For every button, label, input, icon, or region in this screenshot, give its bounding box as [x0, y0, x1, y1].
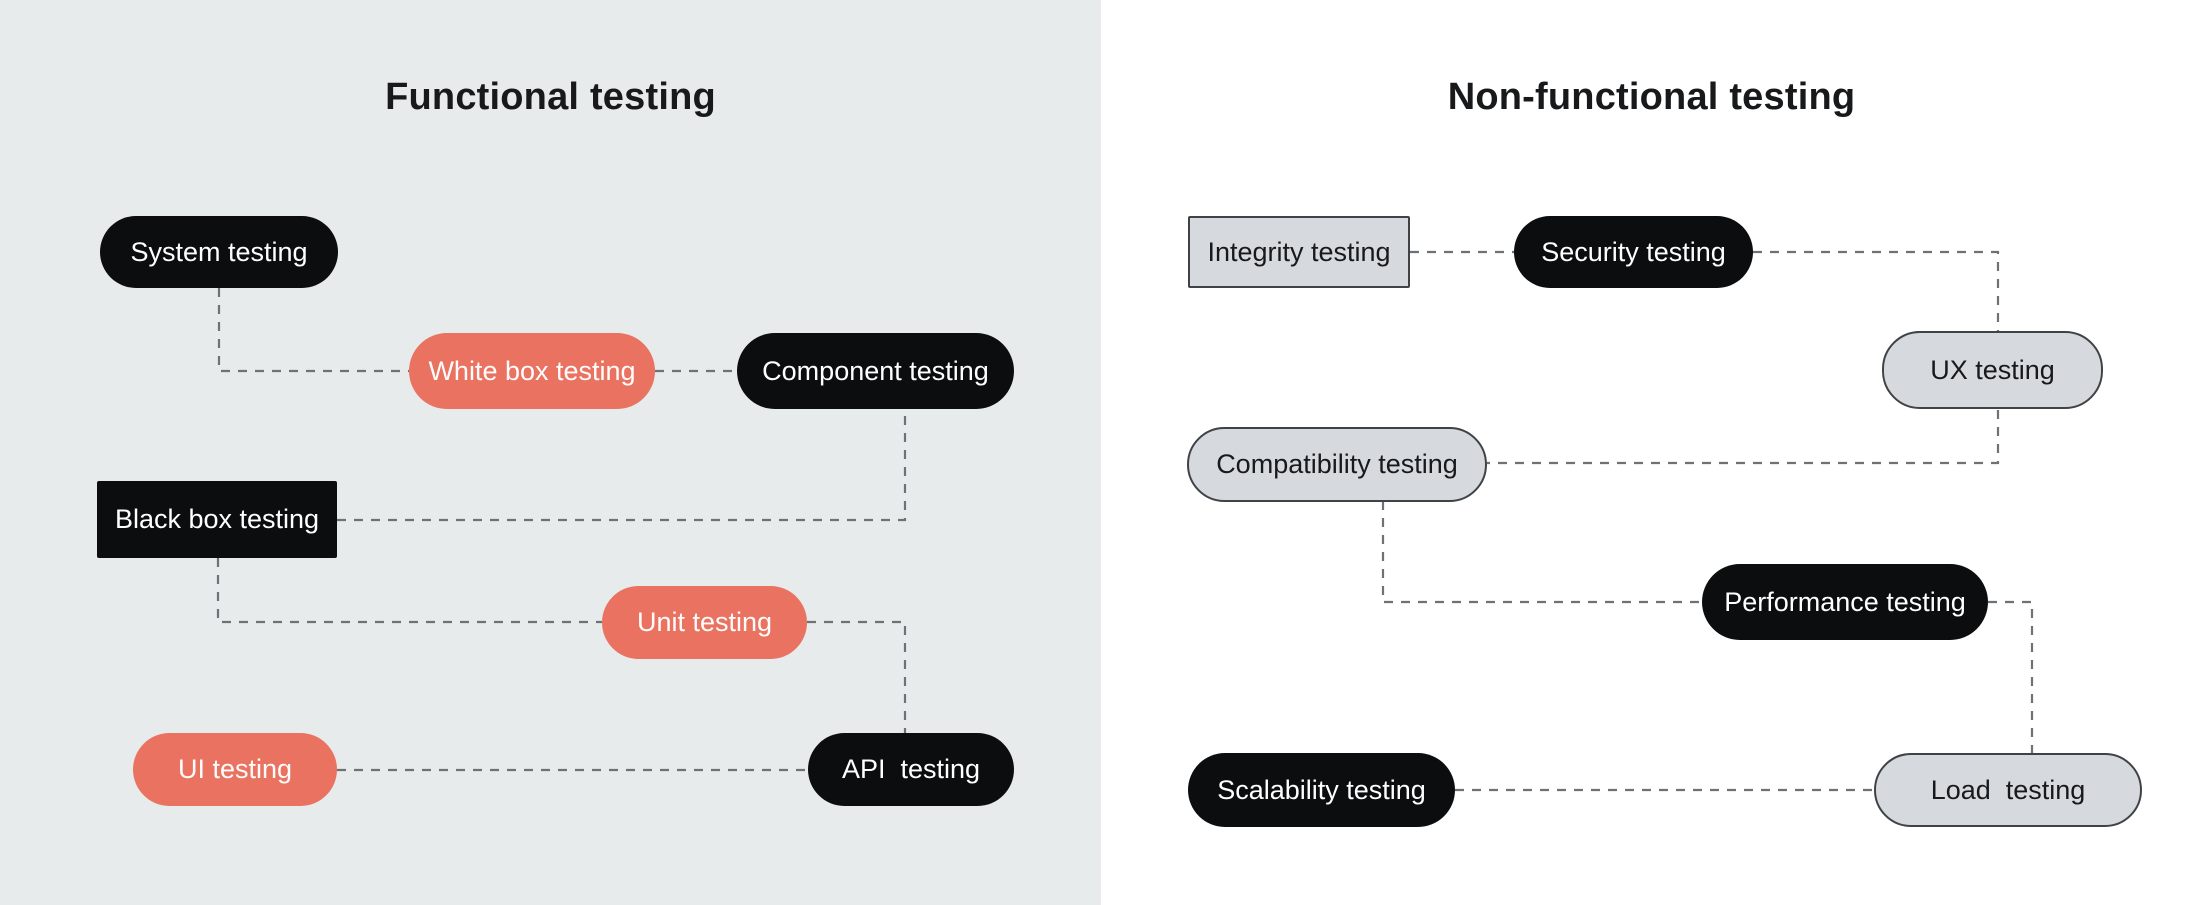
node-label: UI testing: [177, 754, 293, 784]
node-label: API testing: [841, 754, 981, 784]
node-ui-testing[interactable]: UI testing: [133, 733, 337, 806]
node-label: Component testing: [762, 355, 989, 386]
node-label: Load testing: [1930, 774, 2086, 805]
node-performance-testing[interactable]: Performance testing: [1702, 564, 1988, 640]
node-integrity-testing[interactable]: Integrity testing: [1188, 216, 1410, 288]
node-black-box-testing[interactable]: Black box testing: [97, 481, 337, 558]
node-label: Black box testing: [114, 504, 320, 534]
node-compatibility-testing[interactable]: Compatibility testing: [1187, 427, 1487, 502]
node-unit-testing[interactable]: Unit testing: [602, 586, 807, 659]
node-load-testing[interactable]: Load testing: [1874, 753, 2142, 827]
node-white-box-testing[interactable]: White box testing: [409, 333, 655, 409]
node-label: White box testing: [428, 355, 636, 386]
node-label: Integrity testing: [1207, 236, 1391, 267]
functional-title: Functional testing: [385, 76, 716, 118]
node-label: Scalability testing: [1217, 774, 1426, 805]
node-system-testing[interactable]: System testing: [100, 216, 338, 288]
node-api-testing[interactable]: API testing: [808, 733, 1014, 806]
node-label: UX testing: [1930, 354, 2055, 385]
node-label: Compatibility testing: [1216, 449, 1458, 479]
node-scalability-testing[interactable]: Scalability testing: [1188, 753, 1455, 827]
node-label: Unit testing: [636, 607, 773, 637]
node-security-testing[interactable]: Security testing: [1514, 216, 1753, 288]
node-label: System testing: [130, 236, 308, 267]
node-component-testing[interactable]: Component testing: [737, 333, 1014, 409]
node-ux-testing[interactable]: UX testing: [1882, 331, 2103, 409]
nonfunctional-title: Non-functional testing: [1447, 76, 1856, 118]
node-label: Performance testing: [1724, 586, 1966, 617]
node-label: Security testing: [1541, 236, 1726, 267]
